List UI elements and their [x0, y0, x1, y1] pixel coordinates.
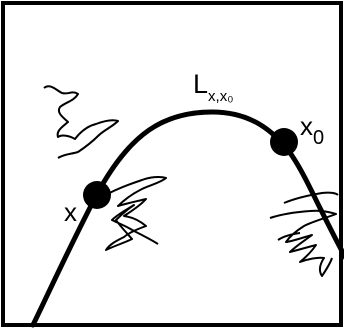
scribble-left-upper	[44, 86, 118, 158]
point-x0-label-main: x	[300, 111, 313, 141]
curve-label-subscript: x,x₀	[208, 88, 233, 105]
point-x	[83, 181, 111, 209]
point-x-label: x	[64, 197, 77, 227]
point-x0-label-subscript: 0	[313, 127, 324, 149]
point-x0-label: x0	[300, 111, 324, 149]
curve-label-main: L	[193, 69, 208, 99]
scribble-left-lower	[104, 177, 166, 250]
scribble-right	[270, 193, 338, 276]
curve-label: Lx,x₀	[193, 69, 233, 105]
point-x0	[270, 128, 298, 156]
